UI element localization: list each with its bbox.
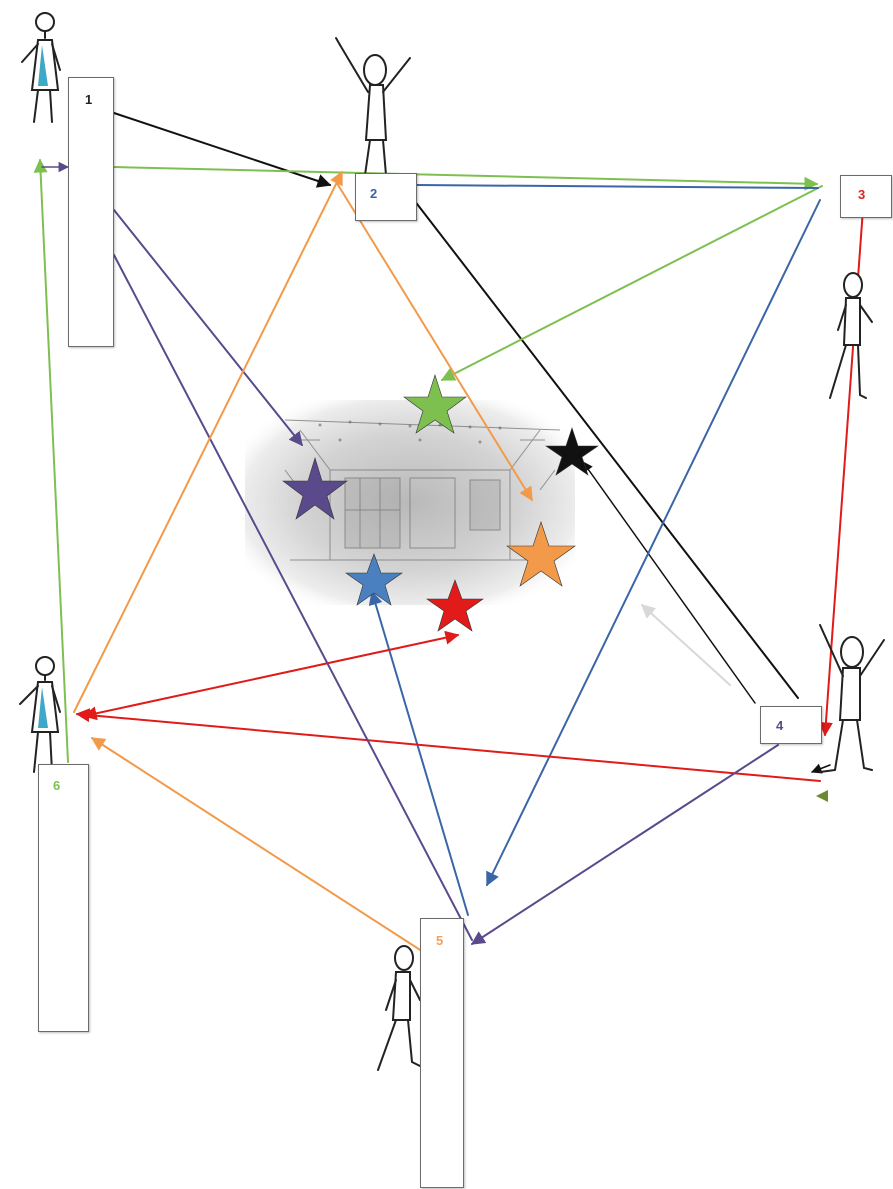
arrow-blue-3-to-5: [486, 199, 821, 887]
node-box-5: 5: [420, 918, 464, 1188]
orange-star: [506, 521, 576, 587]
woman-figure-1-icon: [21, 12, 61, 123]
arrow-red-4-to-6: [75, 708, 821, 782]
red-star: [426, 579, 484, 632]
arrow-black-4-to-star: [582, 461, 756, 704]
arrow-orange-6-to-2: [73, 170, 343, 713]
arrow-red-6-to-star: [82, 630, 460, 721]
node-box-3: 3: [840, 175, 892, 218]
node-label-1: 1: [85, 92, 93, 107]
arrow-blue-2-to-3: [416, 184, 819, 189]
stars: [282, 374, 599, 632]
node-label-6: 6: [53, 778, 61, 793]
node-box-6: 6: [38, 764, 89, 1032]
man-walking-figure-3-icon: [829, 272, 873, 399]
arrow-green-6-to-1: [33, 158, 69, 763]
arrow-gray-4-to-room: [640, 604, 731, 686]
node-label-3: 3: [858, 187, 866, 202]
arrow-green-3-to-star: [440, 185, 823, 381]
man-arms-raised-figure-2-icon: [335, 37, 411, 176]
arrow-green-1-to-3: [113, 166, 819, 191]
arrow-green-small-4: [816, 790, 828, 802]
woman-figure-6-icon: [19, 656, 61, 773]
room-interior-sketch-image: [245, 400, 575, 605]
arrow-black-2-to-4: [413, 199, 799, 699]
arrow-orange-2-to-star: [334, 179, 533, 502]
arrow-purple-1-to-star: [113, 209, 303, 447]
connection-arrows: [33, 112, 865, 967]
node-box-4: 4: [760, 706, 822, 744]
node-label-4: 4: [776, 718, 784, 733]
blue-star: [345, 553, 403, 606]
node-box-1: 1: [68, 77, 114, 347]
man-arms-raised-figure-4-icon: [819, 624, 885, 773]
arrow-purple-4-to-5: [470, 744, 779, 945]
node-label-5: 5: [436, 933, 444, 948]
black-star: [545, 427, 599, 476]
purple-star: [282, 456, 348, 520]
node-label-2: 2: [370, 186, 378, 201]
arrow-blue-5-to-star: [368, 590, 469, 916]
man-walking-figure-5-icon: [377, 945, 421, 1071]
arrow-orange-5-to-6: [90, 737, 446, 967]
node-box-2: 2: [355, 173, 417, 221]
arrow-black-small-4: [811, 763, 831, 774]
green-star: [403, 374, 467, 434]
arrow-black-1-to-2: [113, 112, 332, 188]
arrow-purple-1-to-5: [113, 254, 473, 941]
